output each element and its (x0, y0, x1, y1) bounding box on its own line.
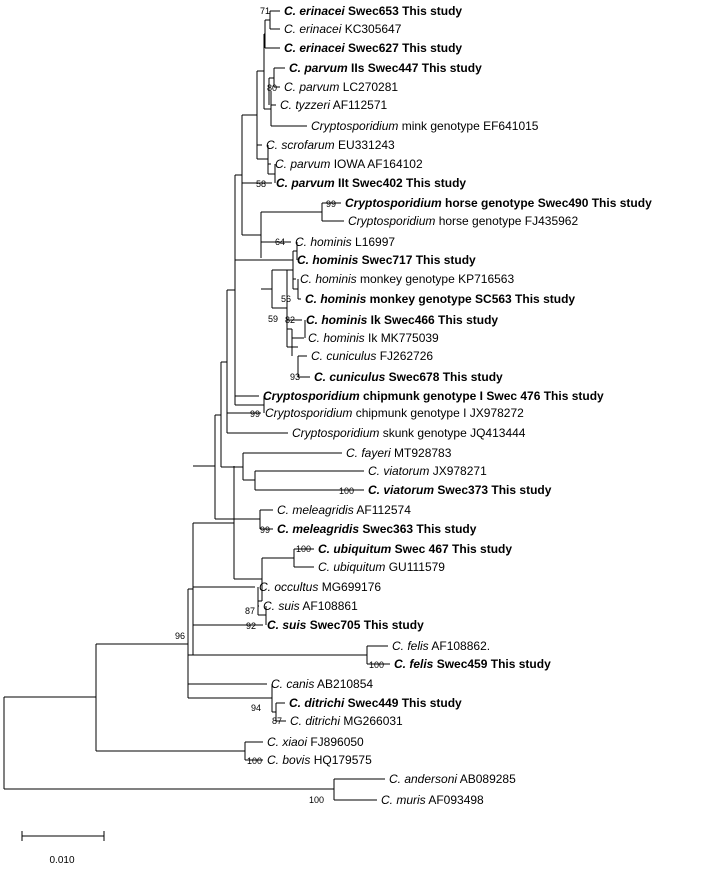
taxon-label: Cryptosporidium mink genotype EF641015 (311, 119, 539, 133)
bootstrap-value: 99 (326, 199, 336, 209)
taxon-label: C. hominis monkey genotype KP716563 (300, 272, 514, 286)
taxon-label: C. ditrichi Swec449 This study (289, 696, 462, 710)
taxon-label: C. hominis Ik Swec466 This study (306, 313, 498, 327)
bootstrap-value: 100 (339, 486, 354, 496)
bootstrap-value: 87 (272, 716, 282, 726)
bootstrap-value: 100 (369, 660, 384, 670)
taxon-label: C. parvum IOWA AF164102 (275, 157, 423, 171)
bootstrap-value: 71 (260, 6, 270, 16)
taxon-label: Cryptosporidium horse genotype FJ435962 (348, 214, 578, 228)
bootstrap-value: 99 (260, 525, 270, 535)
taxon-label: C. erinacei Swec653 This study (284, 4, 462, 18)
bootstrap-value: 99 (250, 409, 260, 419)
bootstrap-value: 82 (285, 315, 295, 325)
taxon-label: C. parvum IIs Swec447 This study (289, 61, 482, 75)
bootstrap-value: 87 (245, 606, 255, 616)
bootstrap-value: 100 (296, 544, 311, 554)
taxon-label: Cryptosporidium skunk genotype JQ413444 (292, 426, 526, 440)
bootstrap-value: 100 (247, 756, 262, 766)
bootstrap-values: 71 80 58 99 64 56 82 59 93 99 100 99 100 87 92 96 100 94 8… (175, 6, 384, 805)
bootstrap-value: 94 (251, 703, 261, 713)
taxon-label: C. viatorum Swec373 This study (368, 483, 552, 497)
taxon-label: C. cuniculus Swec678 This study (314, 370, 503, 384)
taxon-label: C. meleagridis Swec363 This study (277, 522, 477, 536)
tree-branches (3, 10, 390, 801)
taxon-label: C. muris AF093498 (381, 793, 484, 807)
taxon-label: C. tyzzeri AF112571 (280, 98, 388, 112)
taxon-label: C. occultus MG699176 (259, 580, 381, 594)
taxon-label: C. fayeri MT928783 (346, 446, 452, 460)
taxon-label: Cryptosporidium chipmunk genotype I JX97… (265, 406, 524, 420)
taxon-label: C. meleagridis AF112574 (277, 503, 411, 517)
bootstrap-value: 80 (267, 83, 277, 93)
taxon-label: C. erinacei KC305647 (284, 22, 402, 36)
bootstrap-value: 100 (309, 795, 324, 805)
bootstrap-value: 96 (175, 631, 185, 641)
taxon-label: C. cuniculus FJ262726 (311, 349, 433, 363)
taxon-label: C. ubiquitum GU111579 (318, 560, 445, 574)
taxon-label: Cryptosporidium horse genotype Swec490 T… (345, 196, 652, 210)
taxon-label: C. canis AB210854 (271, 677, 373, 691)
bootstrap-value: 56 (281, 294, 291, 304)
bootstrap-value: 64 (275, 237, 285, 247)
taxon-label: C. viatorum JX978271 (368, 464, 487, 478)
bootstrap-value: 58 (256, 179, 266, 189)
taxon-label: C. suis Swec705 This study (267, 618, 424, 632)
taxon-label: C. andersoni AB089285 (389, 772, 516, 786)
taxon-label: C. scrofarum EU331243 (266, 138, 395, 152)
taxon-label: C. suis AF108861 (263, 599, 358, 613)
taxon-label: C. parvum LC270281 (284, 80, 398, 94)
taxon-label: C. ubiquitum Swec 467 This study (318, 542, 512, 556)
bootstrap-value: 93 (290, 372, 300, 382)
taxon-label: C. erinacei Swec627 This study (284, 41, 462, 55)
taxon-label: C. hominis Swec717 This study (297, 253, 476, 267)
scale-bar: 0.010 (21, 831, 105, 866)
taxon-label: C. hominis L16997 (295, 235, 395, 249)
taxon-label: C. hominis Ik MK775039 (308, 331, 439, 345)
taxon-label: C. felis AF108862. (392, 639, 490, 653)
bootstrap-value: 59 (268, 314, 278, 324)
scale-bar-label: 0.010 (49, 855, 74, 866)
taxon-label: C. bovis HQ179575 (267, 753, 372, 767)
taxon-label: C. parvum IIt Swec402 This study (276, 176, 466, 190)
taxon-label: C. felis Swec459 This study (394, 657, 551, 671)
taxon-label: C. xiaoi FJ896050 (267, 735, 364, 749)
taxon-label: C. hominis monkey genotype SC563 This st… (305, 292, 575, 306)
bootstrap-value: 92 (246, 621, 256, 631)
taxon-label: Cryptosporidium chipmunk genotype I Swec… (263, 389, 604, 403)
taxon-labels: C. erinacei Swec653 This study C. erinace… (259, 4, 652, 807)
taxon-label: C. ditrichi MG266031 (290, 714, 403, 728)
